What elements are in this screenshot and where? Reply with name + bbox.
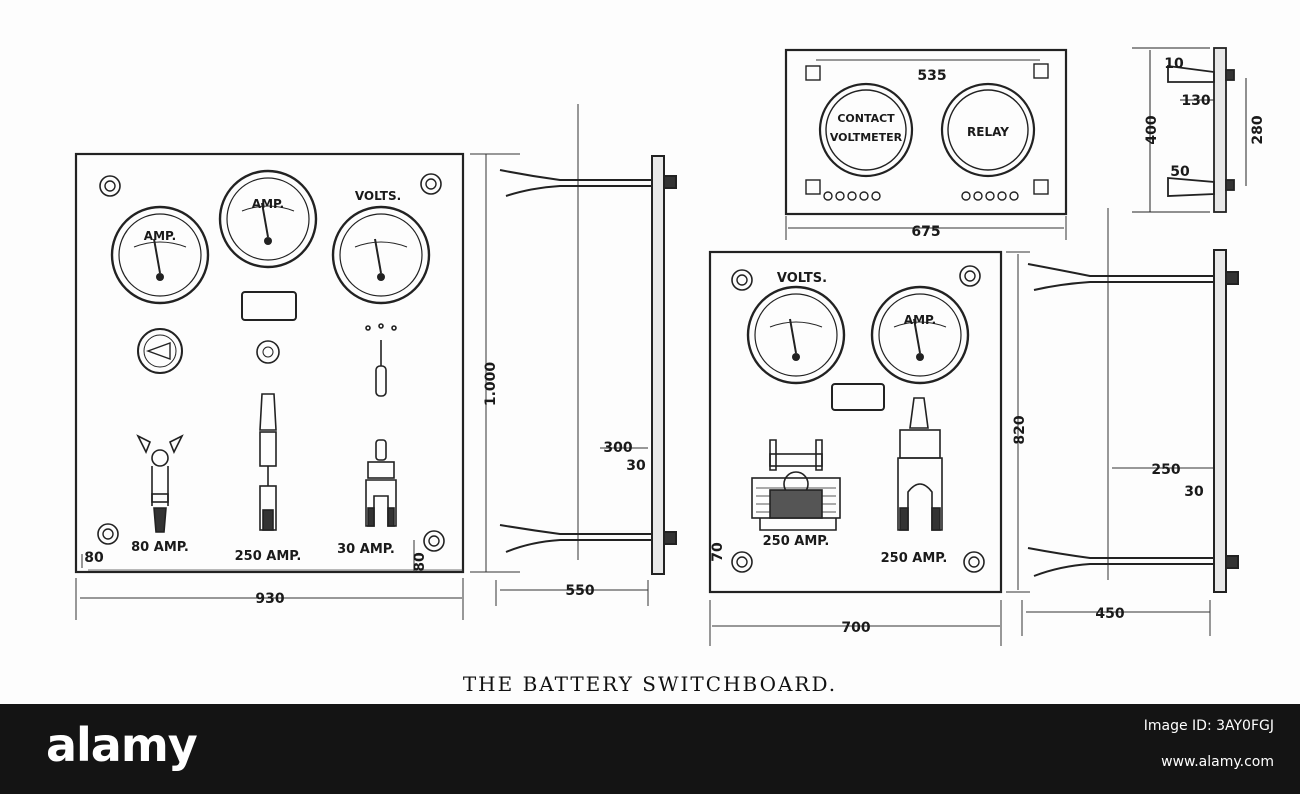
offset-dimension: 30 xyxy=(626,458,646,474)
switch-rating-label: 80 AMP. xyxy=(131,540,189,555)
small-fuse xyxy=(256,340,280,364)
height-dimension: 820 xyxy=(1012,415,1028,444)
nameplate xyxy=(831,383,885,411)
image-id: Image ID: 3AY0FGJ xyxy=(1143,718,1274,734)
offset-dimension: 30 xyxy=(1184,484,1204,500)
lever-switch xyxy=(365,323,397,397)
watermark-footer: alamy Image ID: 3AY0FGJ www.alamy.com xyxy=(0,704,1300,794)
bolt-icon xyxy=(420,173,442,195)
left-side-view xyxy=(499,155,677,575)
fuse-switch-block xyxy=(751,439,841,531)
bolt-dimension: 50 xyxy=(1170,164,1190,180)
right-board-dimensions xyxy=(709,208,1214,646)
span-dimension: 280 xyxy=(1250,115,1266,144)
height-dimension: 1.000 xyxy=(483,362,499,407)
bolt-icon xyxy=(97,523,119,545)
switch-rating-label: 250 AMP. xyxy=(235,549,302,564)
right-board-panel xyxy=(708,250,1003,594)
standoff-dimension: 250 xyxy=(1151,462,1180,478)
bolt-icon xyxy=(423,530,445,552)
left-board: AMP. AMP. VOLTS. xyxy=(74,152,465,574)
right-board: VOLTS. AMP. 250 AMP. 250 AMP. xyxy=(708,250,1003,594)
ammeter-gauge: AMP. xyxy=(110,205,210,305)
bolt-icon xyxy=(731,551,753,573)
relay-box-panel xyxy=(784,48,1068,216)
diagram-canvas: AMP. AMP. VOLTS. xyxy=(74,47,1266,696)
bolt-dimension: 10 xyxy=(1164,56,1184,72)
standoff-dimension: 300 xyxy=(603,440,632,456)
knife-switch xyxy=(897,397,943,531)
voltmeter-gauge: VOLTS. xyxy=(746,271,846,385)
round-fuse xyxy=(137,328,183,374)
bolt-icon xyxy=(963,551,985,573)
switch-rating-label: 30 AMP. xyxy=(337,542,395,557)
switch-rating-label: 250 AMP. xyxy=(881,551,948,566)
relay-box: CONTACT VOLTMETER RELAY xyxy=(784,48,1068,216)
width-dimension: 675 xyxy=(911,224,940,240)
switchboard-drawing: AMP. AMP. VOLTS. xyxy=(74,47,1266,646)
height-dimension: 400 xyxy=(1144,115,1160,144)
figure-caption: THE BATTERY SWITCHBOARD. xyxy=(462,672,838,696)
meter-label: VOLTMETER xyxy=(830,131,903,144)
relay-box-dimensions xyxy=(785,59,1067,240)
left-board-panel xyxy=(74,152,465,574)
margin-dimension: 80 xyxy=(84,550,104,566)
bolt-icon xyxy=(99,175,121,197)
bolt-icon xyxy=(959,265,981,287)
meter-label: RELAY xyxy=(967,125,1009,139)
meter-label: VOLTS. xyxy=(355,189,401,203)
ammeter-gauge: AMP. xyxy=(870,285,970,385)
meter-label: AMP. xyxy=(252,197,284,211)
meter-label: AMP. xyxy=(144,229,176,243)
knife-switch xyxy=(136,434,184,533)
right-side-view xyxy=(1027,249,1239,593)
depth-dimension: 130 xyxy=(1181,93,1210,109)
ammeter-gauge: AMP. xyxy=(218,169,318,269)
nameplate xyxy=(241,291,297,321)
meter-label: AMP. xyxy=(904,313,936,327)
knife-switch xyxy=(259,393,277,531)
depth-dimension: 450 xyxy=(1095,606,1124,622)
brand-logo: alamy xyxy=(46,718,198,772)
switch-rating-label: 250 AMP. xyxy=(763,534,830,549)
site-url: www.alamy.com xyxy=(1161,754,1274,770)
voltmeter-gauge: VOLTS. xyxy=(331,189,431,305)
knife-switch xyxy=(365,439,397,527)
relay-side-view xyxy=(1132,47,1247,213)
meter-label: VOLTS. xyxy=(777,271,827,286)
margin-dimension: 70 xyxy=(710,542,726,562)
margin-dimension: 80 xyxy=(412,552,428,572)
depth-dimension: 550 xyxy=(565,583,594,599)
meter-label: CONTACT xyxy=(837,112,895,125)
inner-dimension: 535 xyxy=(917,68,946,84)
width-dimension: 930 xyxy=(255,591,284,607)
bolt-icon xyxy=(731,269,753,291)
width-dimension: 700 xyxy=(841,620,870,636)
